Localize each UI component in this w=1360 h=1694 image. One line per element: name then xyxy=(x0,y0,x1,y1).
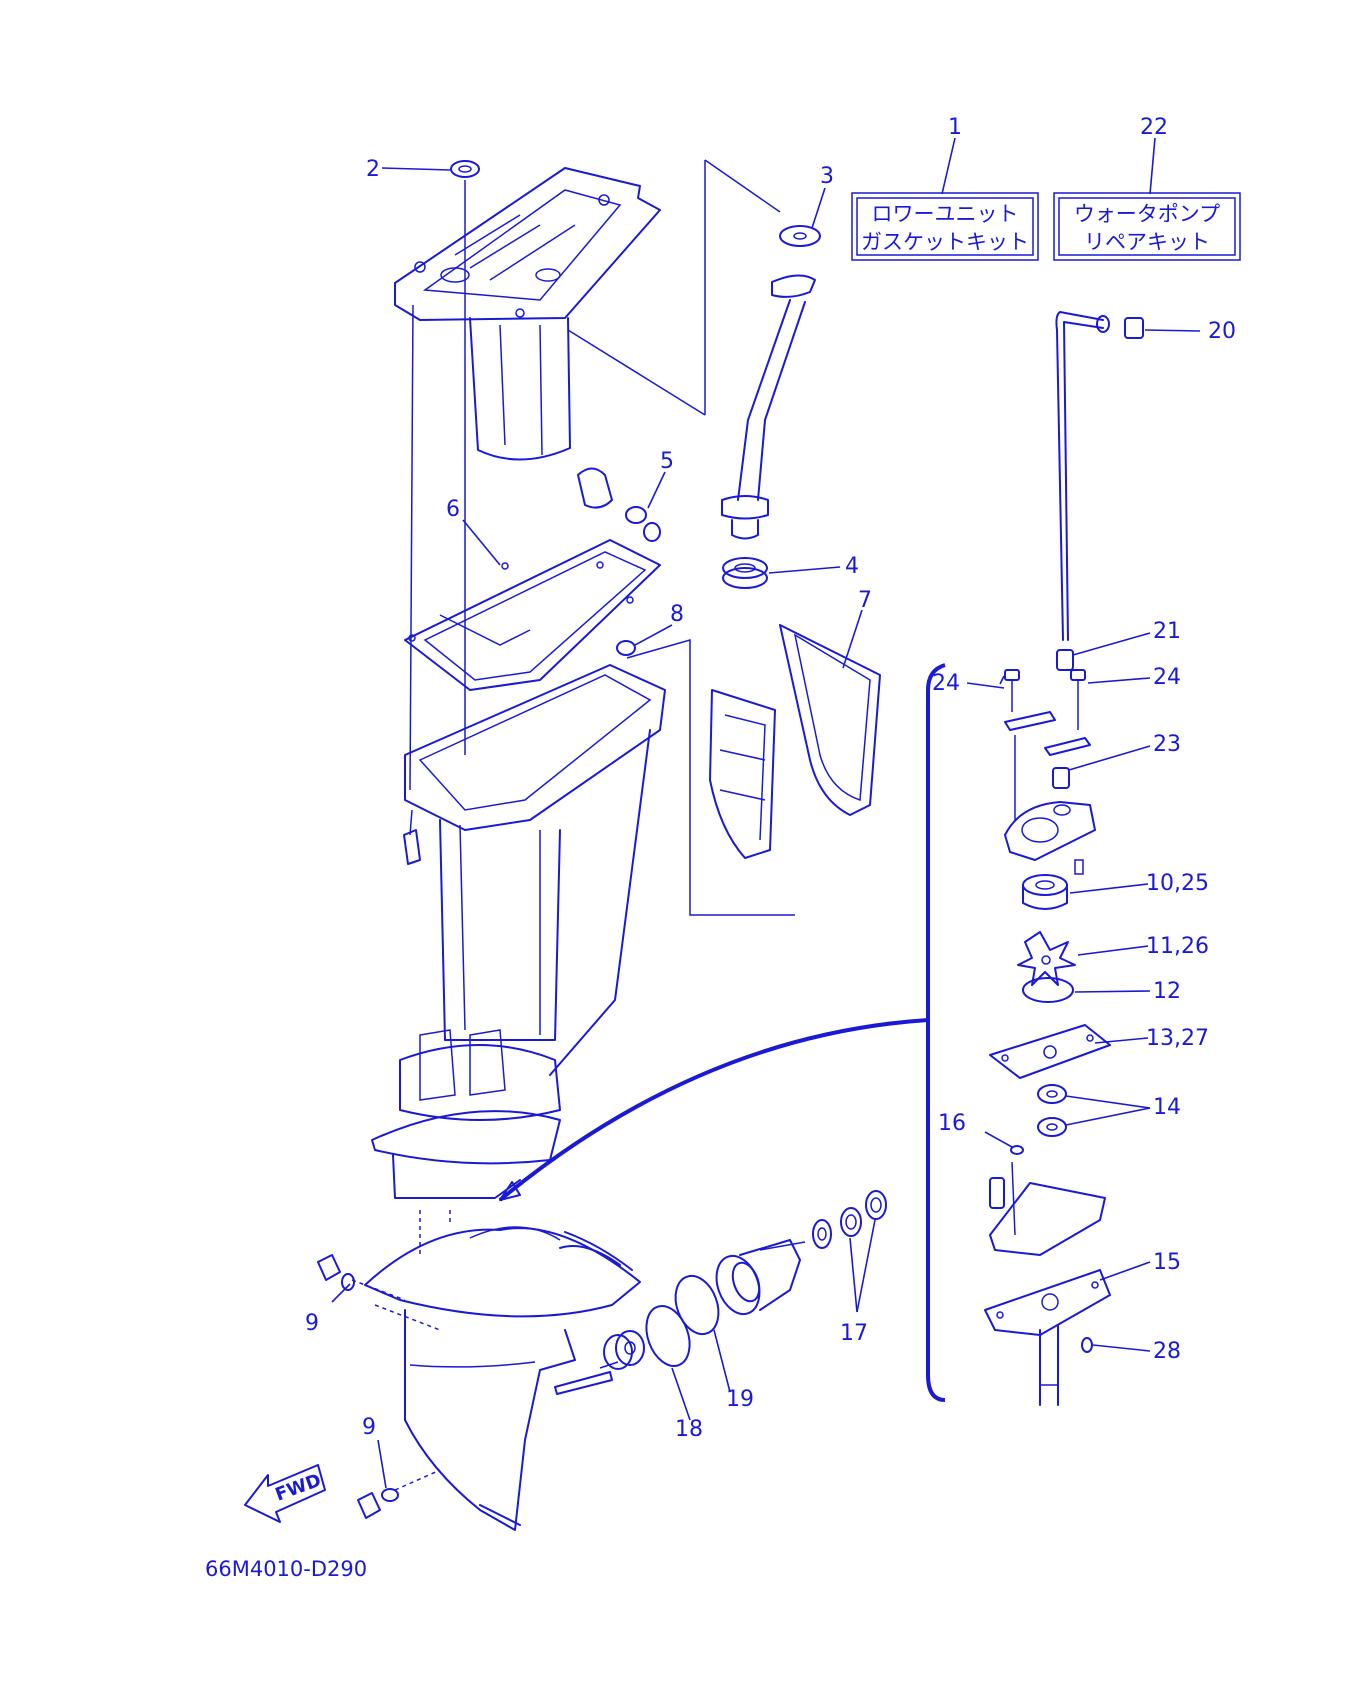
kit-number-1: 1 xyxy=(948,115,962,140)
part-17-seals: 17 xyxy=(840,1190,887,1346)
part-18-oring: 18 xyxy=(645,1305,703,1442)
pump-assembly-bracket xyxy=(926,663,946,1402)
fwd-arrow: FWD xyxy=(244,1464,326,1523)
exhaust-guide xyxy=(394,167,661,461)
part-spacer xyxy=(812,1219,832,1249)
lower-casing xyxy=(364,1210,641,1531)
kit-box-water-pump: 22 ウォータポンプ リペアキット xyxy=(1053,115,1241,261)
kit-title-line1: ロワーユニット xyxy=(872,202,1019,226)
bolt xyxy=(403,809,421,865)
part-6-gasket: 6 xyxy=(404,497,661,691)
part-24-bolt-left: 24 xyxy=(932,669,1020,712)
callout-14: 14 xyxy=(1153,1095,1181,1120)
callout-12: 12 xyxy=(1153,979,1181,1004)
part-11-impeller: 11,26 xyxy=(1017,931,1209,986)
part-28-key: 28 xyxy=(1081,1337,1181,1364)
part-16-ring: 16 xyxy=(938,1111,1024,1155)
part-13-plate: 13,27 xyxy=(989,1024,1209,1079)
part-5-plug: 5 xyxy=(577,449,674,542)
callout-21: 21 xyxy=(1153,619,1181,644)
callout-5: 5 xyxy=(660,449,674,474)
arrow-head xyxy=(499,1181,521,1201)
part-21-collar: 21 xyxy=(1056,619,1181,671)
callout-24b: 24 xyxy=(1153,665,1181,690)
kit-number-22: 22 xyxy=(1140,115,1168,140)
part-9-screw-lower: 9 xyxy=(357,1415,441,1519)
pump-housing xyxy=(1004,735,1096,875)
part-10-insert: 10,25 xyxy=(1022,871,1209,910)
callout-4: 4 xyxy=(845,554,859,579)
part-23-collar: 23 xyxy=(1052,732,1181,789)
callout-9b: 9 xyxy=(362,1415,376,1440)
plates xyxy=(1004,711,1091,756)
part-4-grommet: 4 xyxy=(722,554,859,589)
callout-19: 19 xyxy=(726,1387,754,1412)
pump-cartridge xyxy=(989,1161,1106,1256)
alignment-line xyxy=(409,304,414,791)
callout-10-25: 10,25 xyxy=(1146,871,1209,896)
callout-16: 16 xyxy=(938,1111,966,1136)
callout-15: 15 xyxy=(1153,1250,1181,1275)
diagram-code: 66M4010-D290 xyxy=(205,1557,367,1581)
part-7-seal: 7 xyxy=(709,588,881,859)
callout-24a: 24 xyxy=(932,671,960,696)
kit-box-gasket: 1 ロワーユニット ガスケットキット xyxy=(851,115,1039,261)
part-8-nut: 8 xyxy=(616,602,795,916)
callout-2: 2 xyxy=(366,157,380,182)
callout-18: 18 xyxy=(675,1417,703,1442)
upper-casing xyxy=(371,664,666,1199)
callout-7: 7 xyxy=(858,588,872,613)
divider-line xyxy=(567,329,706,416)
part-2-seal: 2 xyxy=(366,157,480,182)
part-12-oring: 12 xyxy=(1022,977,1181,1004)
drive-shaft xyxy=(1039,1324,1059,1406)
callout-28: 28 xyxy=(1153,1339,1181,1364)
kit-title-line2: ガスケットキット xyxy=(861,230,1029,254)
part-bearing-carrier-hub xyxy=(603,1330,645,1370)
callout-9a: 9 xyxy=(305,1311,319,1336)
part-3-grommet: 3 xyxy=(704,159,834,415)
part-19-oring: 19 xyxy=(674,1274,754,1412)
callout-13-27: 13,27 xyxy=(1146,1026,1209,1051)
part-20-tube: 20 xyxy=(1055,311,1236,641)
callout-20: 20 xyxy=(1208,319,1236,344)
kit-title-line2: リペアキット xyxy=(1084,230,1210,254)
pump-assembly-arrow xyxy=(498,1018,929,1202)
callout-23: 23 xyxy=(1153,732,1181,757)
kit-title-line1: ウォータポンプ xyxy=(1074,202,1220,226)
part-15-plate: 15 xyxy=(984,1250,1181,1336)
callout-11-26: 11,26 xyxy=(1146,934,1209,959)
fwd-label: FWD xyxy=(273,1470,324,1506)
callout-6: 6 xyxy=(446,497,460,522)
part-24-bolt-right: 24 xyxy=(1070,665,1181,730)
callout-17: 17 xyxy=(840,1321,868,1346)
shaft-axis xyxy=(599,1361,619,1369)
part-bearing-housing xyxy=(715,1239,806,1316)
water-tube xyxy=(721,274,816,540)
part-14-seals: 14 xyxy=(1037,1084,1181,1137)
callout-8: 8 xyxy=(670,602,684,627)
callout-3: 3 xyxy=(820,164,834,189)
part-9-screw-upper: 9 xyxy=(305,1254,406,1336)
